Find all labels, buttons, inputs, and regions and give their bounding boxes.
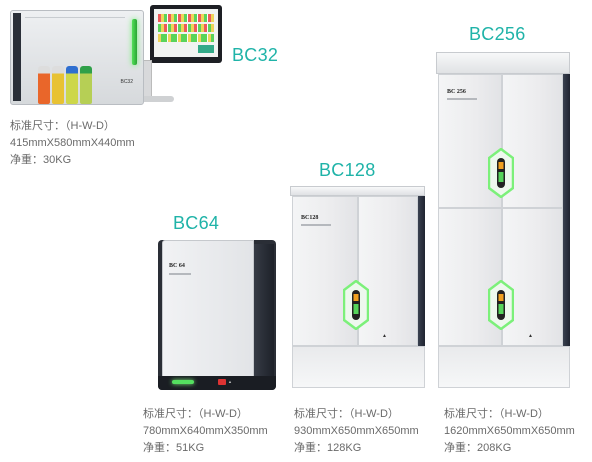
bc128-model-label: BC128 [319, 160, 376, 180]
bc128-spec: 标准尺寸：（H-W-D） 930mmX650mmX650mm 净重：128KG [294, 406, 419, 457]
bc128-spec-label: 标准尺寸：（H-W-D） [294, 408, 399, 420]
culture-bottle-icon [38, 66, 50, 104]
bc64-weight: 净重：51KG [143, 442, 205, 454]
logo-icon: ▲ [528, 333, 533, 339]
bc64-spec: 标准尺寸：（H-W-D） 780mmX640mmX350mm 净重：51KG [143, 406, 268, 457]
bc256-spec-label: 标准尺寸：（H-W-D） [444, 408, 549, 420]
culture-bottle-icon [66, 66, 78, 104]
bc256-model-label: BC256 [469, 24, 526, 44]
bc32-dimensions: 415mmX580mmX440mm [10, 137, 135, 149]
touch-monitor-icon [150, 5, 222, 63]
status-indicator-icon [343, 280, 369, 330]
bc64-dimensions: 780mmX640mmX350mm [143, 425, 268, 437]
bc256-weight: 净重：208KG [444, 442, 512, 454]
bc128-dimensions: 930mmX650mmX650mm [294, 425, 419, 437]
bc256-badge: BC 256 [447, 89, 466, 95]
bc32-badge: BC32 [120, 79, 133, 85]
bc64-model-label: BC64 [173, 213, 220, 233]
bc32-model-label: BC32 [232, 45, 279, 65]
bc32-weight: 净重：30KG [10, 154, 72, 166]
status-indicator-icon [488, 280, 514, 330]
status-indicator-icon [488, 148, 514, 198]
bc32-spec-label: 标准尺寸：（H-W-D） [10, 120, 115, 132]
culture-bottle-icon [80, 66, 92, 104]
bc256-spec: 标准尺寸：（H-W-D） 1620mmX650mmX650mm 净重：208KG [444, 406, 575, 457]
bc128-badge: BC128 [301, 215, 319, 221]
bc64-spec-label: 标准尺寸：（H-W-D） [143, 408, 248, 420]
bc256-dimensions: 1620mmX650mmX650mm [444, 425, 575, 437]
logo-icon: ▲ [382, 333, 387, 339]
bc128-weight: 净重：128KG [294, 442, 362, 454]
bc32-spec: 标准尺寸：（H-W-D） 415mmX580mmX440mm 净重：30KG [10, 118, 135, 169]
bc64-badge: BC 64 [169, 263, 185, 269]
logo-icon: ▲ [228, 379, 232, 384]
culture-bottle-icon [52, 66, 64, 104]
